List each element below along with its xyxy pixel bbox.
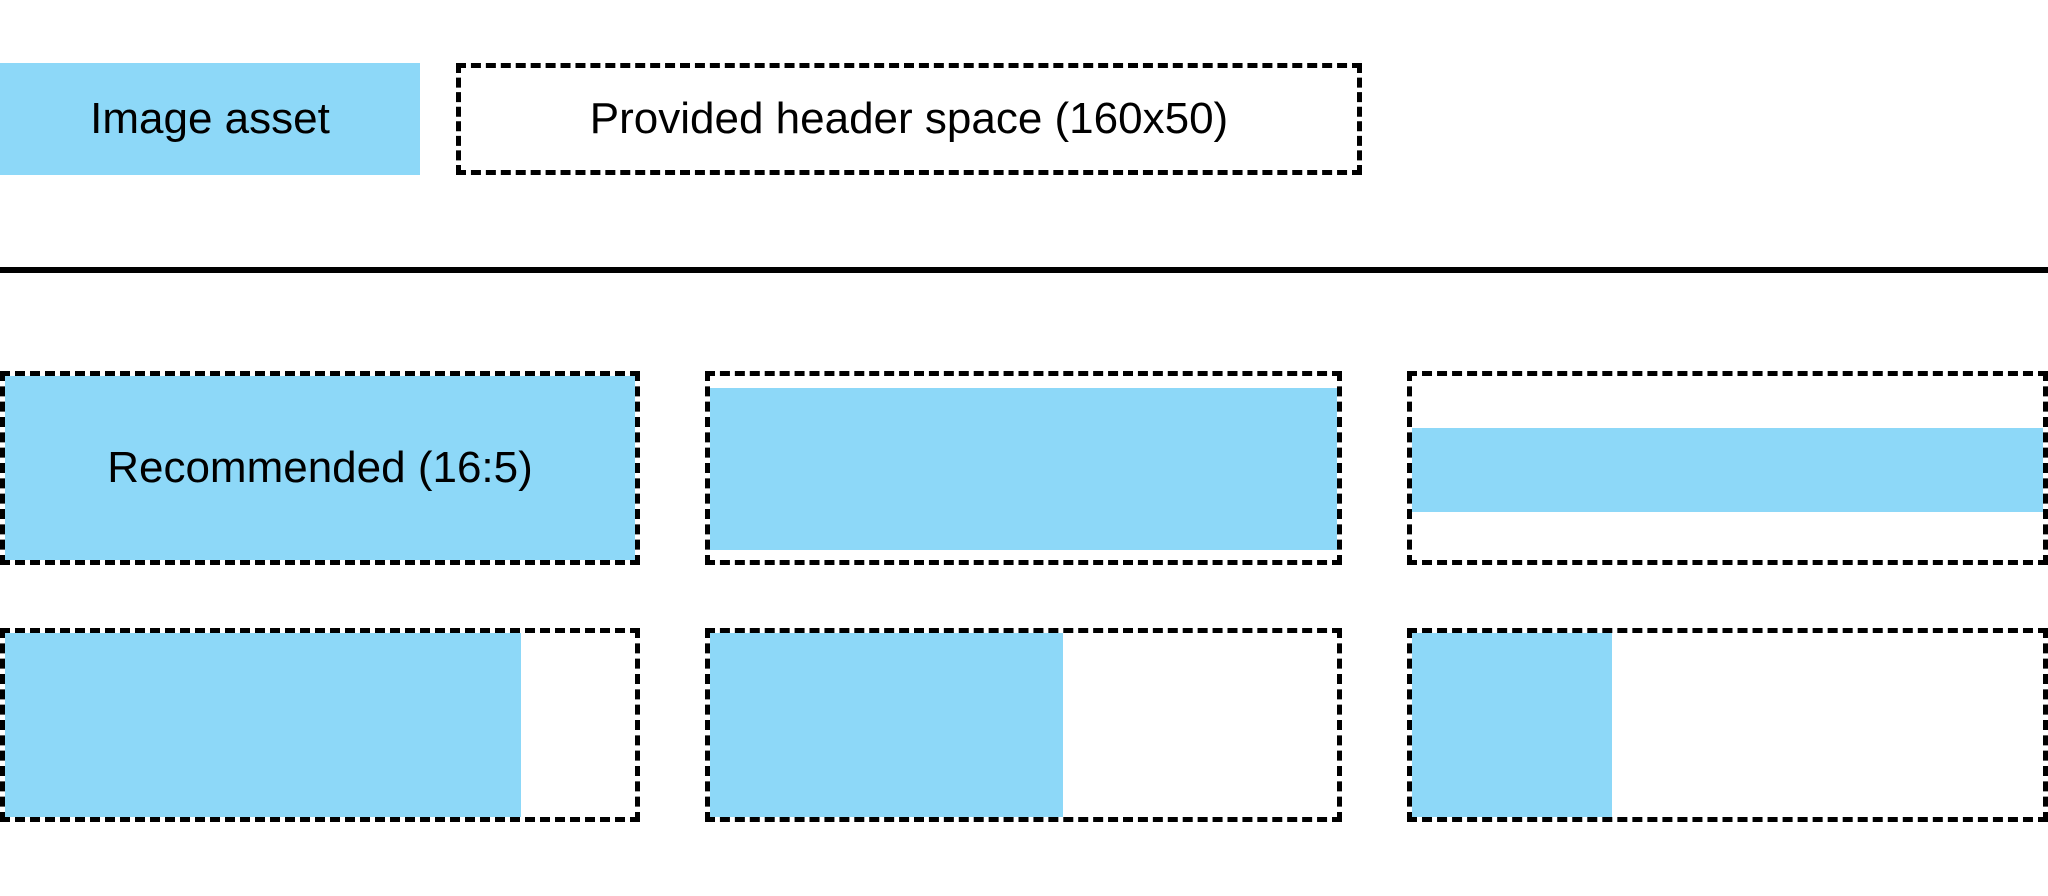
example-box-left-aligned-medium bbox=[705, 628, 1342, 822]
legend-image-asset-swatch: Image asset bbox=[0, 63, 420, 175]
example-box-recommended: Recommended (16:5) bbox=[0, 371, 640, 565]
example-box-full-width-short bbox=[1407, 371, 2048, 565]
section-divider-line bbox=[0, 267, 2048, 273]
example-box-left-aligned-wide bbox=[0, 628, 640, 822]
example-box-left-aligned-narrow bbox=[1407, 628, 2048, 822]
image-asset-fill bbox=[710, 388, 1337, 550]
example-box-full-width-tall bbox=[705, 371, 1342, 565]
image-asset-fill bbox=[1412, 633, 1612, 817]
legend-header-space-label: Provided header space (160x50) bbox=[589, 93, 1229, 143]
legend-image-asset-label: Image asset bbox=[90, 93, 330, 143]
recommended-label: Recommended (16:5) bbox=[107, 442, 533, 492]
image-asset-fill bbox=[5, 376, 635, 560]
image-asset-fill bbox=[710, 633, 1063, 817]
image-asset-fill bbox=[1412, 428, 2043, 512]
legend-header-space-box: Provided header space (160x50) bbox=[456, 63, 1362, 175]
image-asset-fill bbox=[5, 633, 521, 817]
